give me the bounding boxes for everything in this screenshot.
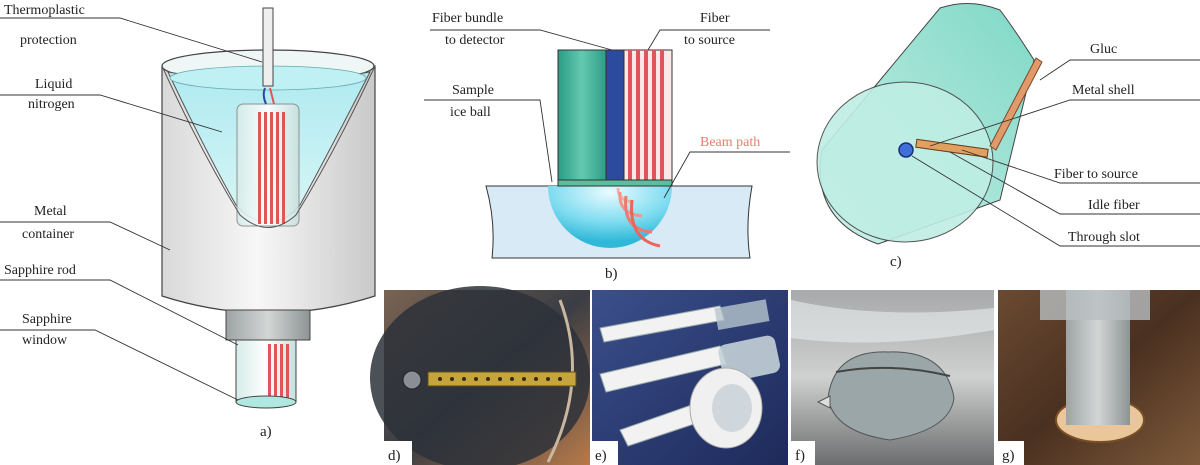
label-liquid-2: nitrogen — [28, 97, 75, 112]
photo-g: g) — [998, 290, 1200, 465]
label-glue: Gluc — [1090, 42, 1117, 57]
ice-ball — [548, 186, 672, 248]
label-sapphire-rod: Sapphire rod — [4, 263, 76, 278]
label-fiber-to-source: Fiber to source — [1054, 167, 1138, 182]
label-fiber-2: to source — [684, 33, 735, 48]
cylinder-face — [816, 81, 994, 243]
caption-b: b) — [605, 266, 618, 282]
caption-e: e) — [595, 448, 607, 464]
label-sample-1: Sample — [452, 83, 494, 98]
inner-fibers — [258, 87, 285, 224]
label-sapphire-window-2: window — [22, 333, 68, 348]
photo-d: d) — [370, 286, 590, 465]
label-sapphire-window-1: Sapphire — [22, 312, 72, 327]
panel-b-leader-lines — [424, 29, 790, 199]
label-sample-2: ice ball — [450, 105, 491, 120]
through-slot-fiber — [898, 142, 914, 158]
cone-outline — [161, 65, 376, 228]
label-fiber-bundle-1: Fiber bundle — [432, 11, 503, 26]
label-metal-2: container — [22, 227, 74, 242]
photo-e: e) — [592, 290, 788, 465]
label-fiber-1: Fiber — [700, 11, 730, 26]
sapphire-window — [235, 395, 297, 409]
panel-c: Gluc Metal shell Fiber to source Idle fi… — [816, 3, 1200, 270]
label-thermoplastic-1: Thermoplastic — [4, 3, 85, 18]
caption-d: d) — [388, 448, 401, 464]
glue-strip — [989, 57, 1043, 151]
beam-path-arcs — [616, 187, 661, 248]
panel-c-leader-lines — [911, 59, 1200, 247]
inner-fiber-tube — [236, 103, 300, 227]
caption-f: f) — [795, 448, 805, 464]
label-beam-path: Beam path — [700, 135, 760, 150]
label-thermoplastic-2: protection — [20, 33, 77, 48]
thermoplastic-protection-rod — [262, 7, 274, 87]
blue-fiber — [605, 49, 625, 181]
source-fibers — [623, 49, 673, 181]
caption-a: a) — [260, 424, 272, 440]
label-liquid-1: Liquid — [35, 77, 72, 92]
bundle-foot — [557, 179, 673, 187]
panel-a: Thermoplastic protection Liquid nitrogen… — [0, 3, 376, 440]
caption-g: g) — [1002, 448, 1015, 464]
panel-b: Fiber bundle to detector Fiber to source… — [424, 11, 790, 282]
label-idle-fiber: Idle fiber — [1088, 198, 1140, 213]
label-metal-shell: Metal shell — [1072, 83, 1135, 98]
label-metal-1: Metal — [34, 204, 67, 219]
panel-a-leader-lines — [0, 17, 263, 401]
fiber-bundle-detector — [557, 49, 607, 181]
label-fiber-bundle-2: to detector — [445, 33, 505, 48]
container-neck — [225, 309, 311, 341]
label-through-slot: Through slot — [1068, 230, 1140, 245]
photo-f: f) — [791, 290, 994, 465]
sapphire-rod-fibers — [268, 344, 289, 398]
caption-c: c) — [890, 254, 902, 270]
